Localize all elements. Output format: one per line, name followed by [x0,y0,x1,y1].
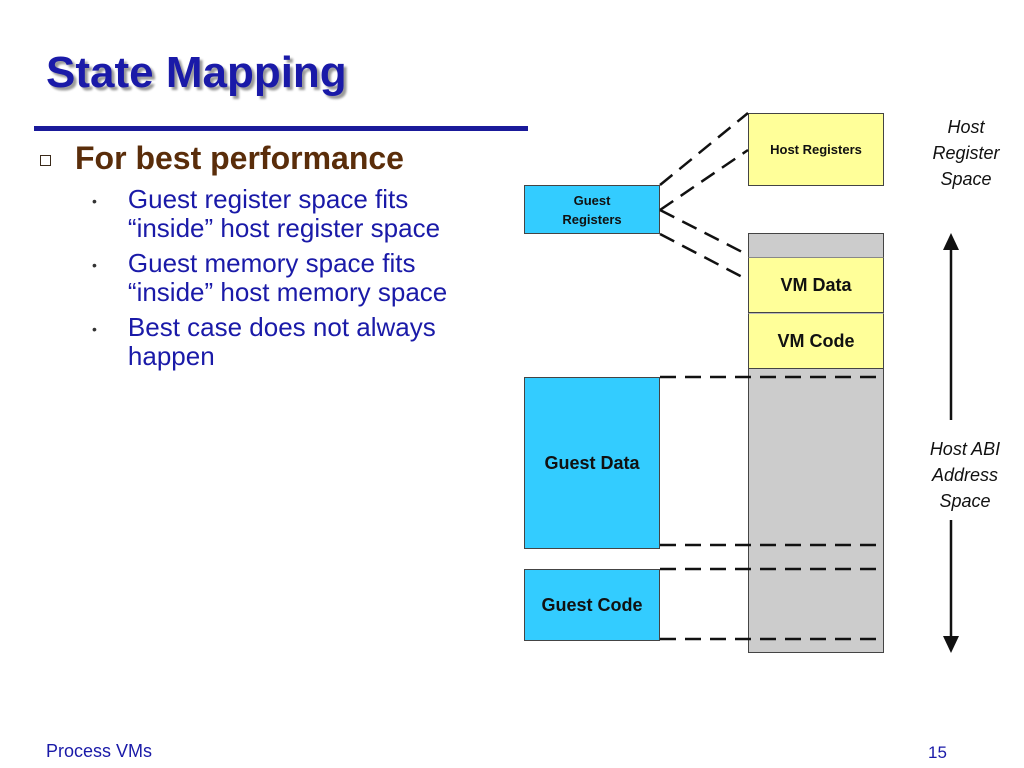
main-bullet-text: For best performance [75,140,404,176]
arrow-down-icon [943,636,959,653]
sub-bullet-text: Guest register space fits “inside” host … [127,184,441,243]
checkbox-bullet-icon [40,155,51,166]
host-abi-arrow [943,233,959,653]
vm-data-box: VM Data [748,257,884,313]
host-register-space-label: Host Register Space [932,117,1000,189]
sub-bullet-text: Guest memory space fits “inside” host me… [127,248,448,307]
arrow-up-icon [943,233,959,250]
guest-data-box: Guest Data [524,377,660,549]
vm-code-label: VM Code [777,330,855,351]
host-registers-label: Host Registers [770,142,862,157]
bullet-dot-icon: • [92,193,97,209]
page-number: 15 [928,743,947,762]
host-registers-box: Host Registers [748,113,884,186]
sub-bullet: • Guest register space fits “inside” hos… [92,185,472,243]
guest-code-box: Guest Code [524,569,660,641]
mapping-line [659,112,749,186]
mapping-line [659,208,749,257]
footer-title: Process VMs [46,741,153,761]
guest-registers-label: Guest Registers [562,192,622,227]
guest-code-label: Guest Code [541,594,643,615]
vm-code-box: VM Code [748,313,884,369]
host-abi-address-space-label: Host ABI Address Space [929,439,1001,511]
sub-bullet: • Guest memory space fits “inside” host … [92,249,472,307]
bullet-dot-icon: • [92,321,97,337]
slide-title: State Mapping [46,48,347,97]
sub-bullet: • Best case does not always happen [92,313,472,371]
guest-registers-box: Guest Registers [524,185,660,234]
main-bullet: For best performance [40,140,404,177]
sub-bullet-list: • Guest register space fits “inside” hos… [92,185,472,377]
mapping-line [659,148,749,212]
vm-data-label: VM Data [780,274,852,295]
bullet-dot-icon: • [92,257,97,273]
guest-data-label: Guest Data [544,452,640,473]
mapping-line [659,232,749,282]
sub-bullet-text: Best case does not always happen [127,312,436,371]
title-underline [34,126,528,131]
